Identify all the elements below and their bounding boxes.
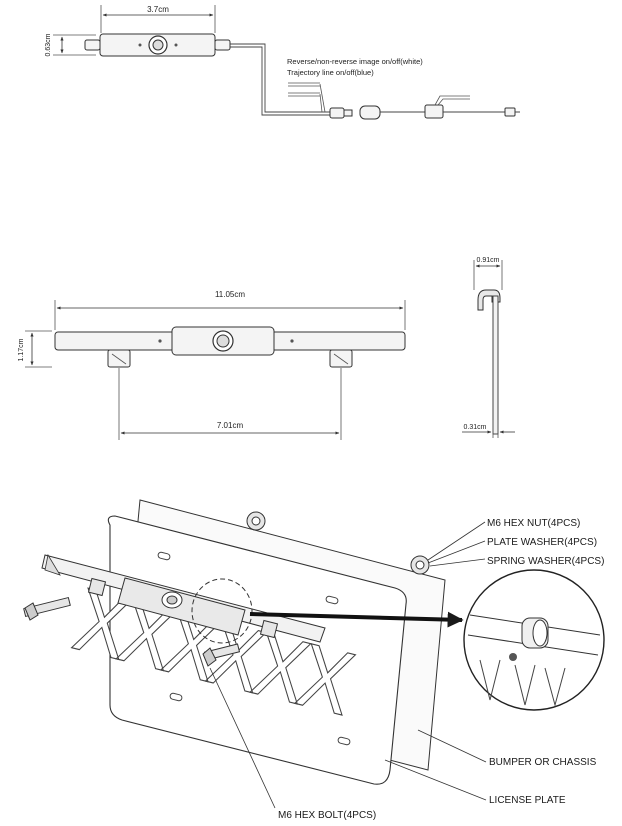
hex-bolt-center xyxy=(202,643,241,667)
license-plate xyxy=(107,515,407,785)
spring-washer-label: SPRING WASHER(4PCS) xyxy=(487,556,604,567)
camera-bar-installed xyxy=(41,553,326,643)
note-blue-switch: Trajectory line on/off(blue) xyxy=(287,68,374,77)
bolt-leader xyxy=(209,667,276,809)
detail-zoom-view xyxy=(463,569,605,711)
height-dimension-label: 0.63cm xyxy=(45,33,52,56)
mount-spacing-label: 7.01cm xyxy=(217,421,244,430)
plate-washer-label: PLATE WASHER(4PCS) xyxy=(487,537,597,548)
overall-width-label: 11.05cm xyxy=(215,290,245,299)
side-view-diagram: 0.91cm 0.31cm xyxy=(462,257,515,438)
side-bottom-width-label: 0.31cm xyxy=(464,424,487,431)
front-height-label: 1.17cm xyxy=(18,338,25,361)
cable-connectors xyxy=(329,95,520,120)
camera-bar-front xyxy=(54,326,406,368)
hex-nut-right xyxy=(410,555,430,575)
detail-callout-circle xyxy=(191,578,253,644)
plate-label: LICENSE PLATE xyxy=(489,795,566,806)
camera-side-profile xyxy=(477,289,501,435)
hex-bolt-left xyxy=(23,596,71,621)
camera-top-diagram: 3.7cm 0.63cm Reverse/non-reverse xyxy=(45,5,520,120)
detail-arrow xyxy=(249,611,464,628)
bumper-leader xyxy=(417,729,487,763)
hex-nut-top xyxy=(246,511,266,531)
install-diagram: XXXXXX xyxy=(23,499,605,821)
plate-leader xyxy=(384,759,487,801)
camera-bar-top xyxy=(84,33,231,57)
bolt-label: M6 HEX BOLT(4PCS) xyxy=(278,810,376,821)
note-white-switch: Reverse/non-reverse image on/off(white) xyxy=(287,57,423,66)
nut-label: M6 HEX NUT(4PCS) xyxy=(487,518,580,529)
nut-leader xyxy=(427,521,486,561)
plate-washer-leader xyxy=(427,540,486,564)
front-view-diagram: 11.05cm 1.17cm 7.01cm xyxy=(18,290,406,440)
spring-washer-leader xyxy=(429,558,486,567)
camera-cable xyxy=(230,43,330,113)
switch-wires xyxy=(288,82,326,113)
side-top-width-label: 0.91cm xyxy=(477,257,500,264)
width-dimension-label: 3.7cm xyxy=(147,5,169,14)
bumper-label: BUMPER OR CHASSIS xyxy=(489,757,597,768)
